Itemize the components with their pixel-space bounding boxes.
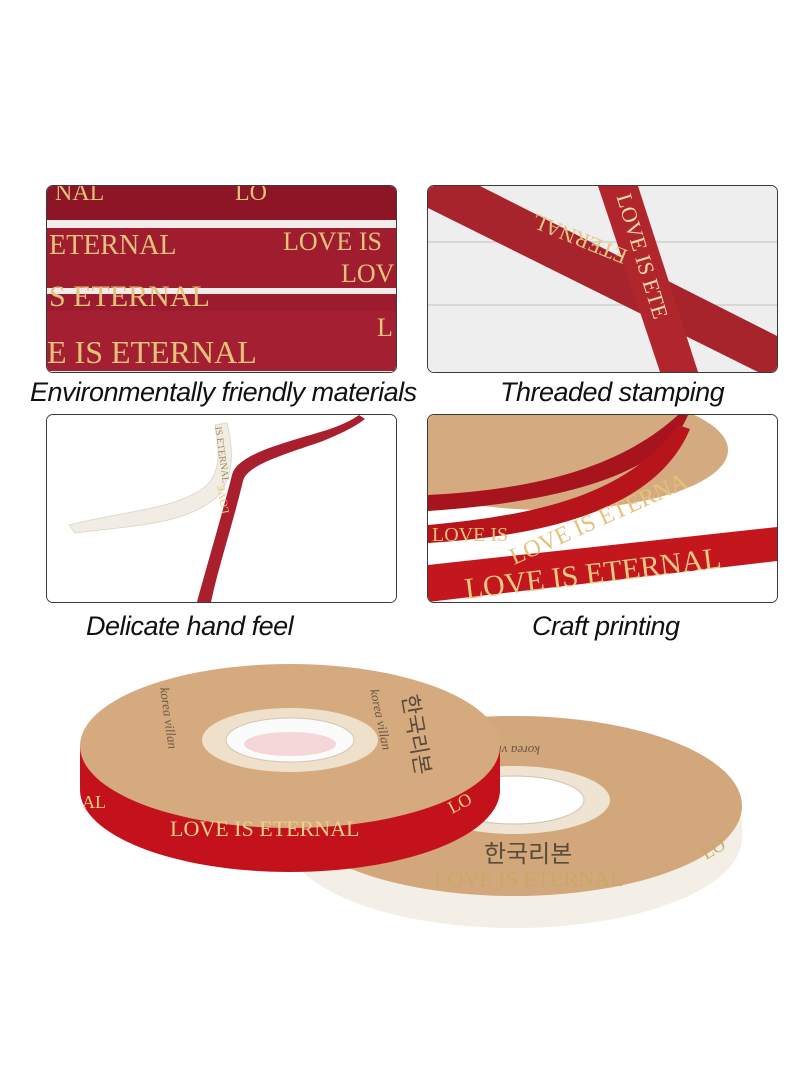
- ribbon-text: LOVE IS ETERNAL: [434, 866, 623, 891]
- product-photo-two-spools: LOVE IS ETERNAL LO 한국리본 korea villan LOV…: [70, 650, 760, 940]
- crossed-ribbons-image: ETERNAL LOVE IS ETE: [428, 186, 777, 372]
- ribbon-text: LOV: [341, 259, 395, 288]
- ribbon-text: NAL: [55, 186, 104, 206]
- ribbon-text: LOVE IS ETERNAL: [170, 816, 359, 841]
- spool-closeup-image: LOVE IS LOVE IS ETERNA LOVE IS ETERNAL: [428, 415, 777, 602]
- ribbon-text: LO: [235, 186, 267, 206]
- spool-label-korean: 한국리본: [484, 841, 572, 868]
- spools-image: LOVE IS ETERNAL LO 한국리본 korea villan LOV…: [80, 664, 742, 928]
- caption-threaded-stamping: Threaded stamping: [500, 377, 725, 407]
- ribbon-text: LOVE IS: [283, 227, 382, 256]
- caption-craft-printing: Craft printing: [532, 611, 680, 641]
- caption-environmentally-friendly: Environmentally friendly materials: [30, 377, 417, 407]
- ribbon-text: E IS ETERNAL: [47, 334, 257, 370]
- ribbon-text: S ETERNAL: [49, 280, 210, 313]
- photo-panel-burgundy-ribbon: NAL LO ETERNAL LOVE IS S ETERNAL LOV E I…: [46, 185, 397, 373]
- photo-panel-flowing-ribbons: IS ETERNAL LOVE: [46, 414, 397, 603]
- ribbon-text: LOVE: [215, 483, 232, 514]
- burgundy-ribbon-image: NAL LO ETERNAL LOVE IS S ETERNAL LOV E I…: [47, 186, 396, 372]
- ribbon-text: L: [377, 313, 393, 342]
- flowing-ribbons-image: IS ETERNAL LOVE: [47, 415, 396, 602]
- caption-delicate-hand-feel: Delicate hand feel: [86, 611, 294, 641]
- ribbon-text: AL: [82, 792, 106, 812]
- photo-panel-spool-closeup: LOVE IS LOVE IS ETERNA LOVE IS ETERNAL: [427, 414, 778, 603]
- ribbon-text: LOVE IS: [432, 524, 508, 546]
- photo-panel-crossed-ribbons: ETERNAL LOVE IS ETE: [427, 185, 778, 373]
- ribbon-text: ETERNAL: [49, 230, 177, 261]
